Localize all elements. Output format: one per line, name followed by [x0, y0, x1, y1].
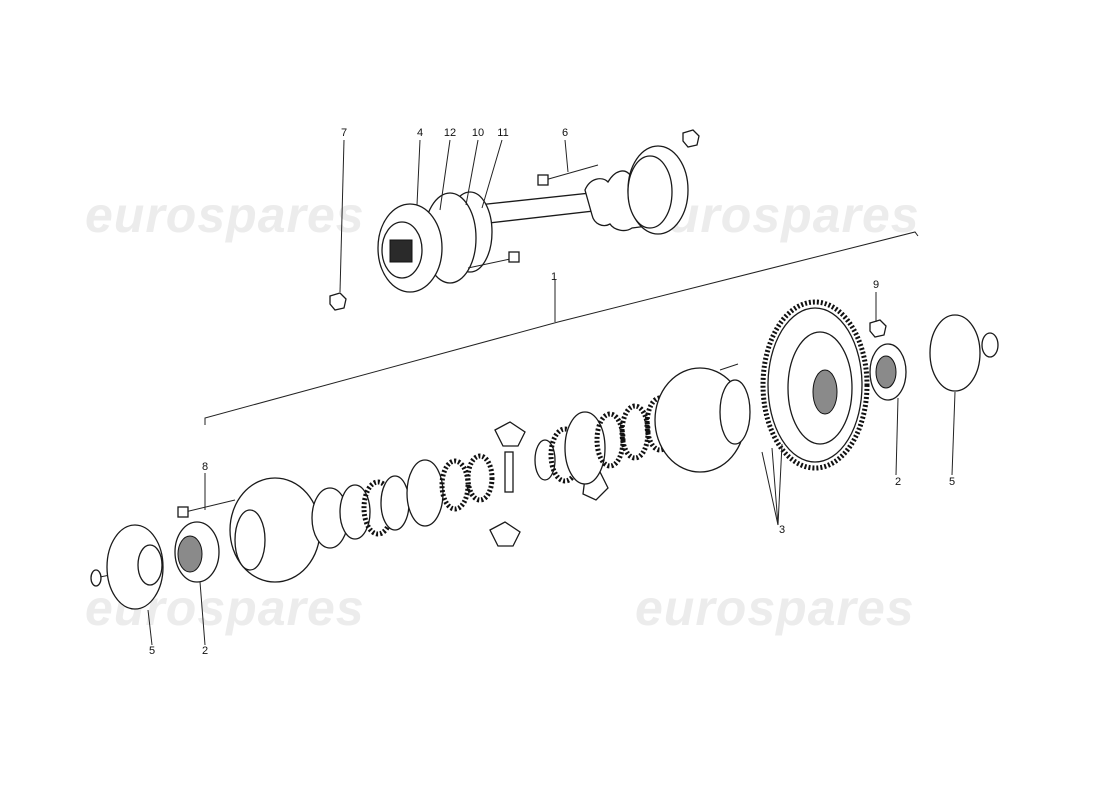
- watermark-bottom-right: eurospares: [635, 580, 915, 636]
- callout-9: 9: [873, 279, 879, 291]
- callout-2-left: 2: [202, 645, 208, 657]
- callout-7: 7: [341, 127, 347, 139]
- drive-shaft-assembly: [329, 129, 700, 311]
- assembly-bracket: [204, 231, 919, 425]
- callouts: 7 4 12 10 11 6 1 9 8 2 5 3 5 2: [149, 127, 955, 657]
- watermarks: eurospares eurospares eurospares eurospa…: [85, 187, 919, 636]
- callout-12: 12: [444, 127, 456, 139]
- callout-3: 3: [779, 524, 785, 536]
- leader-lines: [147, 139, 956, 646]
- callout-5-right: 5: [949, 476, 955, 488]
- differential-assembly: [90, 299, 999, 610]
- callout-11: 11: [497, 127, 508, 139]
- callout-8: 8: [202, 461, 208, 473]
- callout-2-right: 2: [895, 476, 901, 488]
- callout-5-left: 5: [149, 645, 155, 657]
- callout-10: 10: [472, 127, 484, 139]
- callout-1: 1: [551, 271, 557, 283]
- callout-6: 6: [562, 127, 568, 139]
- callout-4: 4: [417, 127, 423, 139]
- watermark-top-left: eurospares: [85, 187, 365, 243]
